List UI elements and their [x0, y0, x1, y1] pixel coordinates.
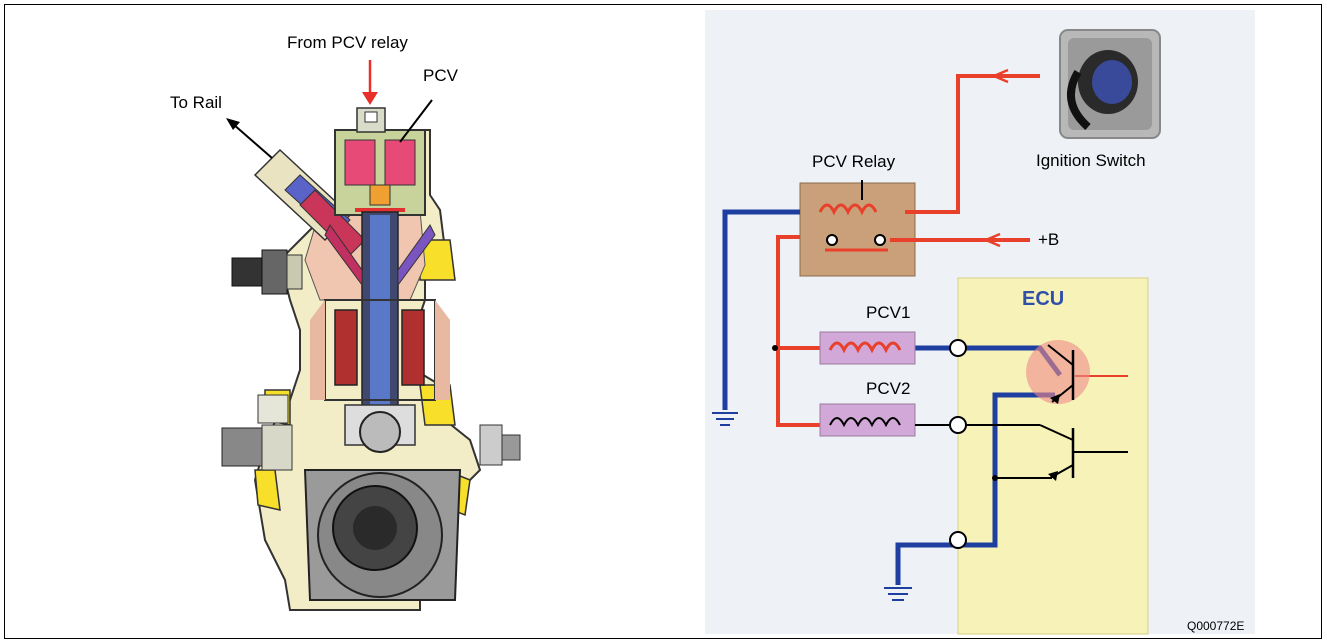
- label-from-pcv-relay: From PCV relay: [287, 33, 408, 52]
- transistor-highlight: [1026, 340, 1090, 404]
- label-to-rail: To Rail: [170, 93, 222, 112]
- ecu-box: [957, 277, 1149, 635]
- label-pcv-relay: PCV Relay: [812, 152, 896, 171]
- pcv-circuit: [712, 29, 1161, 635]
- label-pcv1: PCV1: [866, 303, 911, 322]
- label-pcv2: PCV2: [866, 379, 911, 398]
- pcv-relay-box: [799, 182, 916, 277]
- label-pcv: PCV: [423, 66, 458, 85]
- figure-code: Q000772E: [1187, 619, 1245, 633]
- label-plus-b: +B: [1038, 230, 1060, 249]
- label-ignition-switch: Ignition Switch: [1036, 151, 1146, 170]
- supply-pump-cutaway: [221, 60, 521, 611]
- label-ecu: ECU: [1022, 288, 1065, 310]
- pcv1-coil: [819, 331, 916, 365]
